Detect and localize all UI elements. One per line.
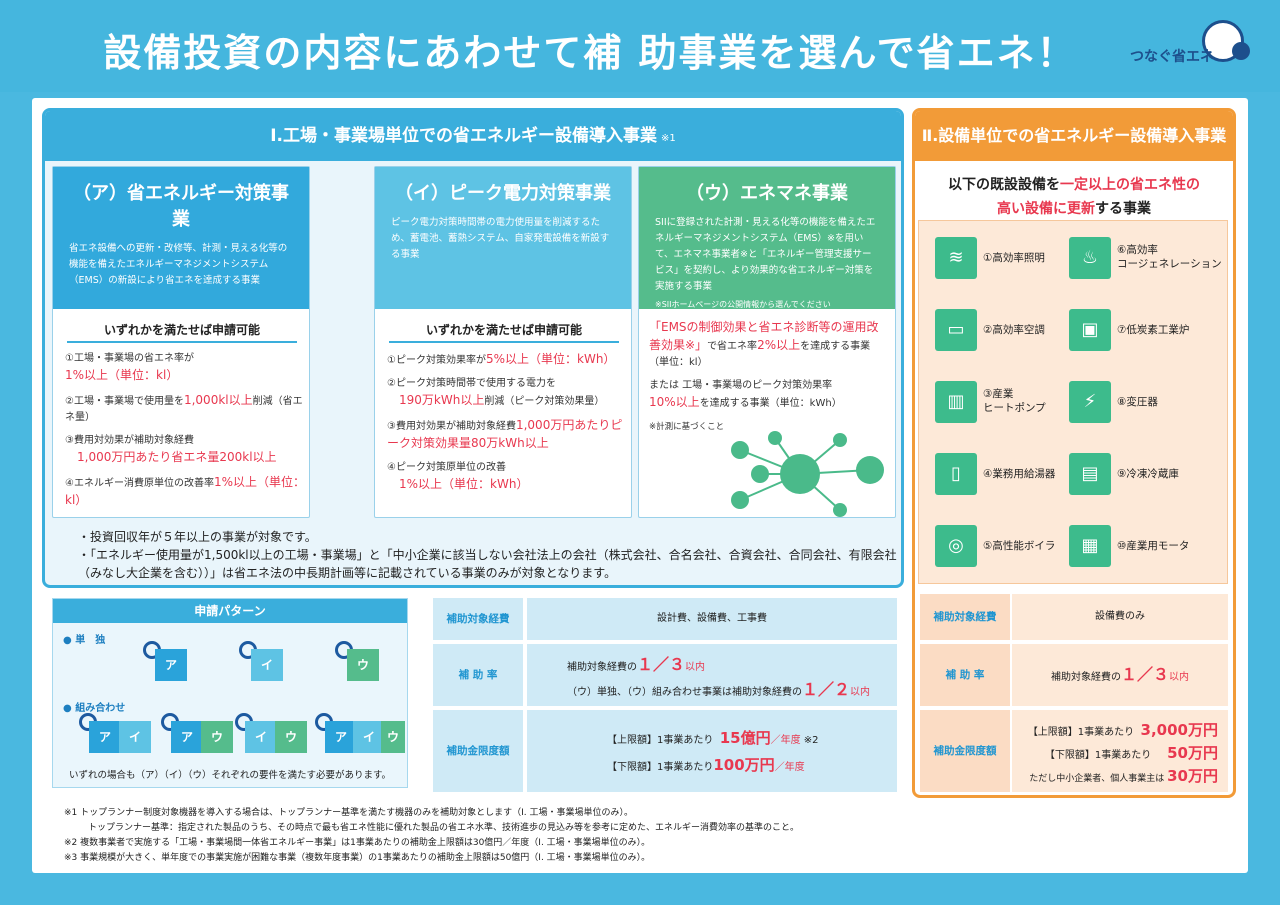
boiler-icon: ◎ xyxy=(935,525,977,567)
row-value: 補助対象経費の１／３以内 xyxy=(1012,644,1228,706)
piece-b: イ xyxy=(245,721,277,753)
list-note: ※計測に基づくこと xyxy=(649,422,725,432)
column-note: ※SIIホームページの公開情報から選んでください xyxy=(655,300,831,309)
column-description: SIIに登録された計測・見える化等の機能を備えたエネルギーマネジメントシステム（… xyxy=(655,217,876,292)
ems-network-icon xyxy=(731,431,884,517)
air-conditioner-icon: ▭ xyxy=(935,309,977,351)
row-value: 補助対象経費の１／３以内 （ウ）単独、（ウ）組み合わせ事業は補助対象経費の１／２… xyxy=(527,644,897,706)
list-item: 「EMSの制御効果と省エネ診断等の運用改善効果※」で省エネ率2%以上を達成する事… xyxy=(649,320,879,368)
footer-bar xyxy=(0,880,1280,905)
row-label: 補 助 率 xyxy=(920,644,1010,706)
pattern-footer: いずれの場合も（ア）（イ）（ウ）それぞれの要件を満たす必要があります。 xyxy=(68,770,392,781)
requirement-list: ①ピーク対策効果率が5%以上（単位：kWh） ②ピーク対策時間帯で使用する電力を… xyxy=(387,351,627,501)
piece-a: ア xyxy=(155,649,187,681)
footnote: トップランナー基準：指定された製品のうち、その時点で最も省エネ性能に優れた製品の… xyxy=(88,823,800,833)
lighting-icon: ≋ xyxy=(935,237,977,279)
section-2-intro: 以下の既設設備を一定以上の省エネ性の高い設備に更新する事業 xyxy=(948,177,1200,217)
footnote: ※1 トップランナー制度対象機器を導入する場合は、トップランナー基準を満たす機器… xyxy=(64,808,634,818)
row-label: 補助対象経費 xyxy=(433,598,523,640)
column-title: （ウ）エネマネ事業 xyxy=(686,183,848,204)
footnote: ※2 複数事業者で実施する「工場・事業場間一体省エネルギー事業」は1事業あたりの… xyxy=(64,838,651,848)
row-value: 【上限額】1事業あたり 15億円／年度 ※2 【下限額】1事業あたり100万円／… xyxy=(527,710,897,792)
row-value: 設備費のみ xyxy=(1012,594,1228,640)
column-energy-management: （ウ）エネマネ事業 SIIに登録された計測・見える化等の機能を備えたエネルギーマ… xyxy=(638,166,896,518)
combo-label: ● 組み合わせ xyxy=(63,703,126,714)
list-item: ④エネルギー消費原単位の改善率1%以上（単位：kl） xyxy=(65,475,306,507)
transformer-icon: ⚡ xyxy=(1069,381,1111,423)
piece-c: ウ xyxy=(275,721,307,753)
furnace-icon: ▣ xyxy=(1069,309,1111,351)
piece-a: ア xyxy=(89,721,121,753)
requirement-text: 「EMSの制御効果と省エネ診断等の運用改善効果※」で省エネ率2%以上を達成する事… xyxy=(649,319,889,442)
piece-b: イ xyxy=(119,721,151,753)
piece-c: ウ xyxy=(347,649,379,681)
column-title: （イ）ピーク電力対策事業 xyxy=(395,183,611,204)
column-header: （イ）ピーク電力対策事業 ピーク電力対策時間帯の電力使用量を削減するため、蓄電池… xyxy=(375,167,631,309)
column-title: （ア）省エネルギー対策事業 xyxy=(73,183,289,230)
column-peak-power: （イ）ピーク電力対策事業 ピーク電力対策時間帯の電力使用量を削減するため、蓄電池… xyxy=(374,166,632,518)
logo-dot-icon xyxy=(1232,42,1250,60)
footnotes: ※1 トップランナー制度対象機器を導入する場合は、トップランナー基準を満たす機器… xyxy=(64,806,1184,866)
motor-icon: ▦ xyxy=(1069,525,1111,567)
application-pattern: 申請パターン ● 単 独 ア イ ウ ● 組み合わせ ア イ ア ウ イ ウ ア… xyxy=(52,598,408,788)
piece-c: ウ xyxy=(381,721,405,753)
column-description: ピーク電力対策時間帯の電力使用量を削減するため、蓄電池、蓄熱システム、自家発電設… xyxy=(391,217,610,260)
globe-icon xyxy=(1202,20,1244,62)
column-energy-saving: （ア）省エネルギー対策事業 省エネ設備への更新・改修等、計測・見える化等の機能を… xyxy=(52,166,310,518)
piece-b: イ xyxy=(353,721,385,753)
section-1-title: Ⅰ.工場・事業場単位での省エネルギー設備導入事業※1 xyxy=(45,111,901,161)
row-value: 設計費、設備費、工事費 xyxy=(527,598,897,640)
piece-c: ウ xyxy=(201,721,233,753)
piece-a: ア xyxy=(171,721,203,753)
row-value: 【上限額】1事業あたり 3,000万円 【下限額】1事業あたり 50万円 ただし… xyxy=(1012,710,1228,792)
page-title: 設備投資の内容にあわせて補 助事業を選んで省エネ！ xyxy=(103,31,1077,75)
water-heater-icon: ▯ xyxy=(935,453,977,495)
section-2-title: Ⅱ.設備単位での省エネルギー設備導入事業 xyxy=(915,111,1233,161)
column-subtitle: いずれかを満たせば申請可能 xyxy=(67,319,297,343)
heat-pump-icon: ▥ xyxy=(935,381,977,423)
single-label: ● 単 独 xyxy=(63,635,106,646)
column-description: 省エネ設備への更新・改修等、計測・見える化等の機能を備えたエネルギーマネジメント… xyxy=(69,243,288,286)
equipment-grid: ≋①高効率照明 ▭②高効率空調 ▥③産業 ヒートポンプ ▯④業務用給湯器 ◎⑤高… xyxy=(918,220,1228,584)
cogeneration-icon: ♨ xyxy=(1069,237,1111,279)
piece-b: イ xyxy=(251,649,283,681)
logo-text: つなぐ省エネ xyxy=(1130,49,1214,65)
refrigerator-icon: ▤ xyxy=(1069,453,1111,495)
requirement-list: ①工場・事業場の省エネ率が1%以上（単位：kl） ②工場・事業場で使用量を1,0… xyxy=(65,351,305,517)
list-item: ①ピーク対策効果率が5%以上（単位：kWh） xyxy=(387,352,616,366)
list-item: ・「エネルギー使用量が1,500kl以上の工場・事業場」と「中小企業に該当しない… xyxy=(78,548,897,580)
column-subtitle: いずれかを満たせば申請可能 xyxy=(389,319,619,343)
piece-a: ア xyxy=(325,721,357,753)
row-label: 補助金限度額 xyxy=(433,710,523,792)
list-item: ②工場・事業場で使用量を1,000kl以上削減（省エネ量） xyxy=(65,393,303,423)
logo: つなぐ省エネ xyxy=(1130,14,1250,74)
pattern-title: 申請パターン xyxy=(53,599,407,623)
footnote: ※3 事業規模が大きく、単年度での事業実施が困難な事業（複数年度事業）の1事業あ… xyxy=(64,853,651,863)
row-label: 補助対象経費 xyxy=(920,594,1010,640)
row-label: 補助金限度額 xyxy=(920,710,1010,792)
header-banner: 設備投資の内容にあわせて補 助事業を選んで省エネ！ つなぐ省エネ xyxy=(0,0,1280,92)
conditions-list: ・投資回収年が５年以上の事業が対象です。 ・「エネルギー使用量が1,500kl以… xyxy=(78,528,898,582)
list-item: ③費用対効果が補助対象経費1,000万円あたりピーク対策効果量80万kWh以上 xyxy=(387,418,623,450)
list-item: ・投資回収年が５年以上の事業が対象です。 xyxy=(78,530,317,544)
list-item: ①工場・事業場の省エネ率が1%以上（単位：kl） xyxy=(65,353,194,382)
row-label: 補 助 率 xyxy=(433,644,523,706)
column-header: （ウ）エネマネ事業 SIIに登録された計測・見える化等の機能を備えたエネルギーマ… xyxy=(639,167,895,309)
column-header: （ア）省エネルギー対策事業 省エネ設備への更新・改修等、計測・見える化等の機能を… xyxy=(53,167,309,309)
